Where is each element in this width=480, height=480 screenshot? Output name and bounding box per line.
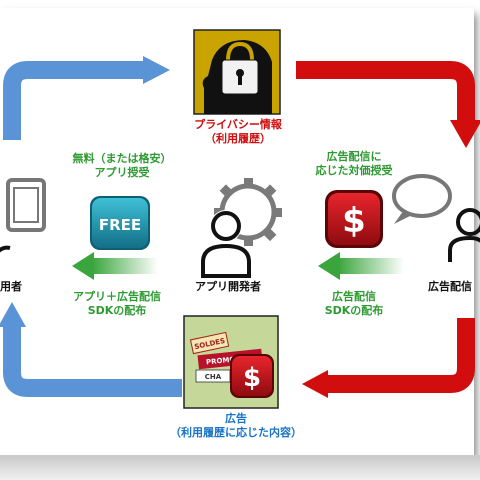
blue-arrow-bottom <box>0 302 182 397</box>
red-arrow-top <box>296 61 480 148</box>
bottom-shadow-band <box>0 455 480 480</box>
free-app-line1: 無料（または格安） <box>72 152 172 165</box>
free-badge-text: FREE <box>99 216 141 234</box>
green-arrow-right <box>318 252 404 280</box>
privacy-line2: （利用履歴） <box>205 132 271 145</box>
sdk-dist-label: 広告配信 SDKの配布 <box>306 290 402 318</box>
blue-arrow-top <box>3 56 170 140</box>
lock-head-icon <box>193 29 281 115</box>
green-arrow-left <box>72 252 158 280</box>
user-label: 用者 <box>0 280 22 293</box>
gear-person-icon <box>201 178 282 278</box>
payment-line1: 広告配信に <box>326 150 382 163</box>
phone-icon <box>0 178 46 253</box>
ad-label: 広告 （利用履歴に応じた内容） <box>150 412 322 440</box>
app-sdk-label: アプリ＋広告配信 SDKの配布 <box>52 290 182 318</box>
privacy-line1: プライバシー情報 <box>194 118 282 131</box>
chance-text: CHA <box>205 373 222 381</box>
free-badge-icon: FREE <box>90 196 150 250</box>
free-app-line2: アプリ授受 <box>94 166 150 179</box>
free-app-label: 無料（または格安） アプリ授受 <box>52 152 192 180</box>
ad-dollar-text: $ <box>243 363 261 393</box>
sdk-dist-line1: 広告配信 <box>332 290 376 303</box>
dollar-badge-icon: $ <box>325 190 383 248</box>
promotion-icon: SOLDES PROMOTION CHA $ <box>183 315 279 409</box>
sdk-dist-line2: SDKの配布 <box>324 304 384 317</box>
app-sdk-line2: SDKの配布 <box>87 304 147 317</box>
privacy-label: プライバシー情報 （利用履歴） <box>180 118 296 146</box>
dollar-badge-text: $ <box>342 201 366 241</box>
person-chat-icon <box>392 174 480 262</box>
red-arrow-bottom <box>302 318 475 398</box>
payment-line2: 応じた対価授受 <box>315 164 393 177</box>
ad-distributor-label: 広告配信 <box>428 280 472 293</box>
payment-label: 広告配信に 応じた対価授受 <box>300 150 408 178</box>
developer-label: アプリ開発者 <box>195 280 261 293</box>
ad-line1: 広告 <box>225 412 247 425</box>
app-sdk-line1: アプリ＋広告配信 <box>73 290 161 303</box>
ad-line2: （利用履歴に応じた内容） <box>170 426 302 439</box>
